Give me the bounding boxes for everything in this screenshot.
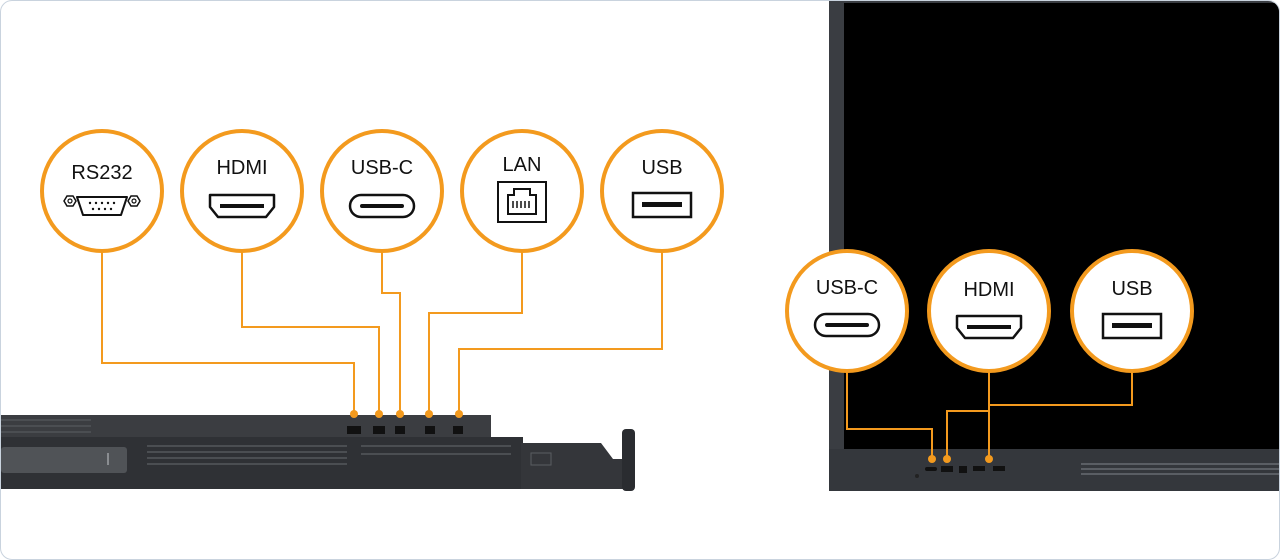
usb-port-icon	[631, 191, 693, 219]
callout-lan: LAN	[460, 129, 584, 253]
callout-label: LAN	[503, 154, 542, 176]
display-bottom-edge	[1, 415, 635, 491]
callout-rs232: RS232	[40, 129, 164, 253]
rs232-port-icon	[63, 195, 141, 216]
callout-label: HDMI	[963, 279, 1014, 301]
callout-label: HDMI	[216, 157, 267, 179]
callout-label: USB-C	[351, 157, 413, 179]
callout-front-usb-c: USB-C	[785, 249, 909, 373]
callout-usb: USB	[600, 129, 724, 253]
lan-port-icon	[497, 181, 547, 223]
usb-port-icon	[1101, 312, 1163, 340]
callout-label: RS232	[71, 162, 132, 184]
callout-front-usb: USB	[1070, 249, 1194, 373]
connector-dots	[350, 410, 993, 463]
display-front	[829, 1, 1279, 491]
usb-c-port-icon	[348, 193, 416, 219]
callout-hdmi: HDMI	[180, 129, 304, 253]
hdmi-port-icon	[955, 314, 1023, 340]
usb-c-port-icon	[813, 312, 881, 338]
callout-label: USB	[1111, 278, 1152, 300]
callout-label: USB	[641, 157, 682, 179]
callout-usb-c: USB-C	[320, 129, 444, 253]
connector-lines	[101, 251, 1133, 458]
callout-front-hdmi: HDMI	[927, 249, 1051, 373]
callout-label: USB-C	[816, 277, 878, 299]
hdmi-port-icon	[208, 193, 276, 219]
